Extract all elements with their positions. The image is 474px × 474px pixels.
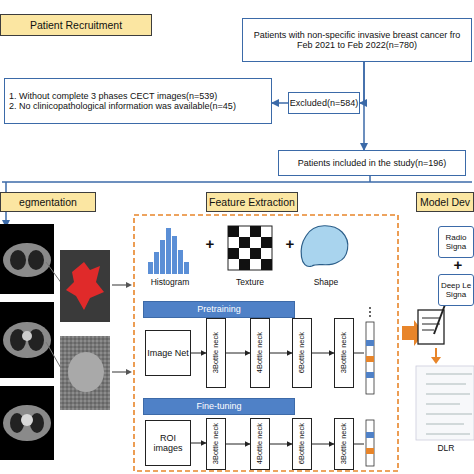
- bottleneck-block: 3Bottle neck: [334, 418, 354, 470]
- nomogram-thumbnail: [416, 366, 474, 440]
- node-text: Pretraining: [197, 304, 241, 314]
- flow-arrow: [270, 353, 292, 354]
- document-icon: [418, 302, 446, 344]
- node-text: Model Dev: [420, 196, 470, 208]
- bottleneck-block: 3Bottle neck: [206, 318, 226, 388]
- leader-line: [46, 342, 62, 370]
- node-text: 3Bottle neck: [212, 332, 221, 373]
- node-text: ROI images: [146, 433, 190, 454]
- icon-label: Texture: [222, 278, 278, 287]
- bottleneck-block: 3Bottle neck: [206, 418, 226, 470]
- bottleneck-block: 3Bottle neck: [334, 318, 354, 388]
- node-text: 2. No clinicopathological information wa…: [9, 101, 236, 111]
- feature-vector: [354, 307, 374, 466]
- bottleneck-block: 4Bottle neck: [250, 318, 270, 388]
- dashed-frame: [134, 215, 398, 471]
- icon-label: Shape: [298, 278, 354, 287]
- flow-arrow: [312, 444, 334, 445]
- node-text: 4Bottle neck: [256, 332, 265, 373]
- node-text: egmentation: [19, 196, 77, 208]
- flow-arrow: [363, 62, 365, 150]
- flow-arrow: [226, 353, 250, 354]
- leader-line: [46, 262, 62, 284]
- histogram-icon: [148, 228, 189, 274]
- flow-arrow: [360, 62, 364, 103]
- arrow-head: [431, 357, 441, 364]
- node-text: Deep Le Signa: [439, 281, 473, 299]
- flow-arrow: [191, 443, 206, 444]
- node-text: 4Bottle neck: [256, 423, 265, 464]
- node-text: Image Net: [147, 348, 189, 358]
- node-text: Feature Extraction: [209, 196, 295, 208]
- node-text: Fine-tuning: [196, 401, 241, 411]
- node-text: 6Bottle neck: [298, 423, 307, 464]
- flow-arrow: [226, 444, 250, 445]
- process-box: Patients included in the study(n=196): [278, 150, 466, 176]
- node-text: Patients with non-specific invasive brea…: [247, 30, 467, 51]
- leader-line: [112, 371, 128, 372]
- shape-icon: [301, 226, 348, 267]
- output-label: DLR: [426, 444, 466, 453]
- exclusion-box: 1. Without complete 3 phases CECT images…: [4, 78, 272, 124]
- flow-arrow: [272, 102, 288, 104]
- signature-box: Deep Le Signa: [438, 274, 474, 306]
- leader-line: [369, 176, 371, 182]
- ct-images: [0, 224, 54, 460]
- arrow-head: [126, 369, 132, 375]
- flow-arrow: [270, 444, 292, 445]
- input-box: ROI images: [145, 420, 191, 466]
- node-text: 3Bottle neck: [340, 332, 349, 373]
- node-text: Radio Signa: [439, 233, 473, 251]
- bottleneck-block: 6Bottle neck: [292, 418, 312, 470]
- node-text: Patients included in the study(n=196): [298, 158, 446, 168]
- input-box: Image Net: [145, 330, 191, 376]
- section-label: egmentation: [0, 192, 96, 212]
- arrow-head: [126, 282, 132, 288]
- stage-band: Fine-tuning: [143, 398, 295, 415]
- process-box: Excluded(n=584): [288, 92, 360, 114]
- process-box: Patients with non-specific invasive brea…: [242, 18, 472, 62]
- plus-sign: +: [200, 236, 220, 253]
- leader-line: [112, 284, 128, 285]
- separator-line: [2, 181, 472, 183]
- node-text: 3Bottle neck: [340, 423, 349, 464]
- texture-icon: [228, 226, 272, 270]
- stage-band: Pretraining: [143, 301, 295, 318]
- plus-sign: +: [280, 236, 300, 253]
- bottleneck-block: 4Bottle neck: [250, 418, 270, 470]
- signature-box: Radio Signa: [438, 226, 474, 258]
- node-text: 6Bottle neck: [298, 332, 307, 373]
- section-label: Patient Recruitment: [0, 14, 152, 36]
- section-label: Feature Extraction: [206, 192, 298, 212]
- roi-images: [60, 250, 110, 410]
- node-text: 3Bottle neck: [212, 423, 221, 464]
- node-text: 1. Without complete 3 phases CECT images…: [9, 91, 217, 101]
- plus-sign: +: [450, 257, 466, 274]
- bottleneck-block: 6Bottle neck: [292, 318, 312, 388]
- leader-line: [435, 348, 437, 358]
- icon-label: Histogram: [140, 278, 200, 287]
- section-label: Model Dev: [416, 192, 474, 212]
- node-text: Excluded(n=584): [290, 98, 358, 108]
- flow-arrow: [312, 353, 334, 354]
- flow-arrow: [191, 353, 206, 354]
- node-text: Patient Recruitment: [30, 19, 122, 31]
